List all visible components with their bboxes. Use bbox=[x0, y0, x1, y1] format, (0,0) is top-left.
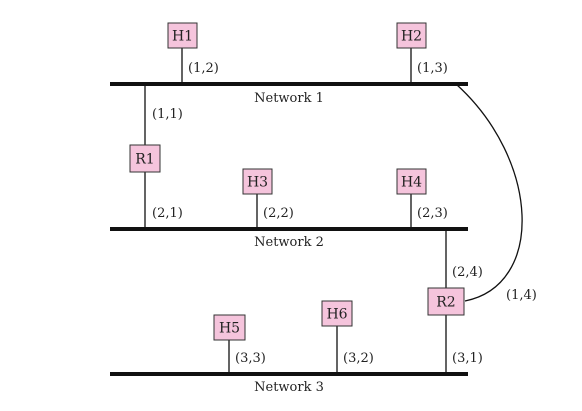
address-r1-network1: (1,1) bbox=[152, 107, 183, 122]
node-r1[interactable]: R1 bbox=[129, 144, 161, 173]
network-3-label: Network 3 bbox=[254, 380, 324, 395]
network-1-label: Network 1 bbox=[254, 91, 324, 106]
address-labels: (1,2) (1,3) (1,1) (2,1) (2,2) (2,3) (2,4… bbox=[152, 61, 537, 366]
address-r2-network2: (2,4) bbox=[452, 265, 483, 280]
node-h1[interactable]: H1 bbox=[167, 22, 198, 49]
node-h4-label: H4 bbox=[401, 175, 422, 191]
nodes: H1 H2 R1 H3 H4 R2 H5 H6 bbox=[129, 22, 465, 341]
node-h5[interactable]: H5 bbox=[213, 314, 246, 341]
node-r2[interactable]: R2 bbox=[427, 287, 465, 316]
address-h3: (2,2) bbox=[263, 206, 294, 221]
address-r1-network2: (2,1) bbox=[152, 206, 183, 221]
links bbox=[144, 48, 523, 374]
address-r2-network3: (3,1) bbox=[452, 351, 483, 366]
node-h5-label: H5 bbox=[219, 321, 240, 337]
node-h3[interactable]: H3 bbox=[242, 168, 273, 195]
network-2-label: Network 2 bbox=[254, 235, 324, 250]
link-r2-network1-curve bbox=[455, 83, 523, 302]
node-h6-label: H6 bbox=[326, 307, 347, 323]
node-h4[interactable]: H4 bbox=[396, 168, 427, 195]
node-h2[interactable]: H2 bbox=[396, 22, 427, 49]
node-r1-label: R1 bbox=[135, 152, 154, 168]
node-h2-label: H2 bbox=[401, 29, 422, 45]
address-h4: (2,3) bbox=[417, 206, 448, 221]
node-h6[interactable]: H6 bbox=[321, 300, 353, 327]
address-r2-network1: (1,4) bbox=[506, 288, 537, 303]
address-h1: (1,2) bbox=[188, 61, 219, 76]
address-h6: (3,2) bbox=[343, 351, 374, 366]
address-h5: (3,3) bbox=[235, 351, 266, 366]
node-r2-label: R2 bbox=[436, 295, 455, 311]
node-h3-label: H3 bbox=[247, 175, 268, 191]
node-h1-label: H1 bbox=[172, 29, 193, 45]
address-h2: (1,3) bbox=[417, 61, 448, 76]
network-buses bbox=[110, 82, 468, 376]
